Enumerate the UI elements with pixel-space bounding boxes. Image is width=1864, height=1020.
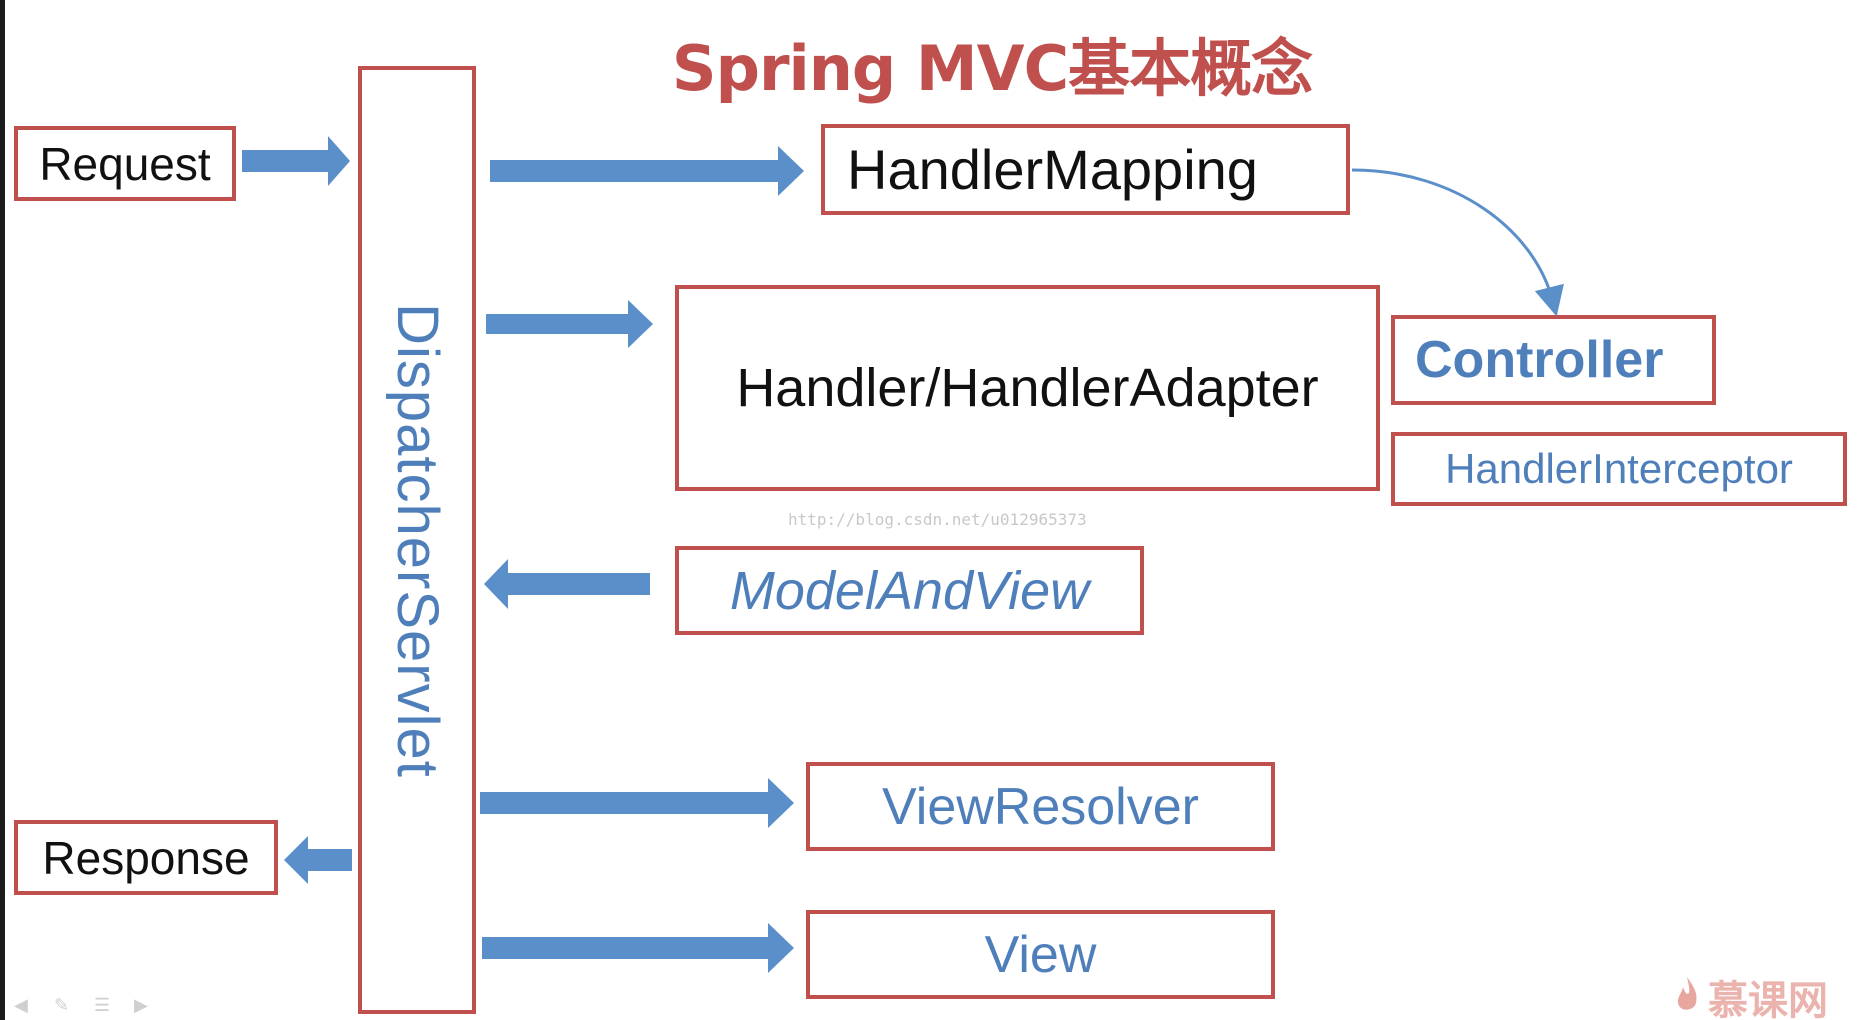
nav-back-icon[interactable]: ◀: [14, 995, 28, 1015]
model-and-view-box: ModelAndView: [675, 546, 1144, 635]
handler-mapping-box: HandlerMapping: [821, 124, 1350, 215]
controller-box: Controller: [1391, 315, 1716, 405]
block-arrow-right-icon: [480, 778, 794, 828]
view-resolver-label: ViewResolver: [882, 777, 1199, 836]
diagram-title: Spring MVC基本概念: [671, 32, 1313, 105]
handler-mapping-label: HandlerMapping: [847, 138, 1258, 201]
controller-label: Controller: [1415, 331, 1664, 389]
model-and-view-label: ModelAndView: [729, 560, 1090, 621]
nav-forward-icon[interactable]: ▶: [134, 995, 148, 1015]
response-box: Response: [14, 820, 278, 895]
handler-adapter-label: Handler/HandlerAdapter: [736, 358, 1319, 418]
request-box: Request: [14, 126, 236, 201]
left-edge-strip: [0, 0, 5, 1020]
block-arrow-left-icon: [484, 559, 650, 609]
brand-watermark: 慕课网: [1708, 978, 1828, 1020]
handler-interceptor-box: HandlerInterceptor: [1391, 432, 1847, 506]
view-box: View: [806, 910, 1275, 999]
block-arrow-right-icon: [490, 146, 804, 196]
block-arrow-right-icon: [482, 923, 794, 973]
slide-nav-controls[interactable]: ◀ ✎ ☰ ▶: [14, 995, 156, 1015]
block-arrow-left-icon: [284, 836, 352, 884]
block-arrow-right-icon: [486, 300, 653, 348]
view-label: View: [984, 925, 1097, 984]
curved-connector-arrow-icon: [1351, 168, 1564, 317]
view-resolver-box: ViewResolver: [806, 762, 1275, 851]
handler-adapter-box: Handler/HandlerAdapter: [675, 285, 1380, 491]
request-label: Request: [39, 137, 211, 190]
flame-logo-icon: [1677, 977, 1697, 1010]
nav-pen-icon[interactable]: ✎: [54, 995, 70, 1015]
nav-menu-icon[interactable]: ☰: [94, 995, 111, 1015]
watermark-url: http://blog.csdn.net/u012965373: [788, 510, 1087, 529]
dispatcher-servlet-box: DispatcherServlet: [358, 66, 476, 1014]
block-arrow-right-icon: [242, 136, 350, 186]
handler-interceptor-label: HandlerInterceptor: [1445, 445, 1793, 492]
response-label: Response: [42, 831, 250, 884]
